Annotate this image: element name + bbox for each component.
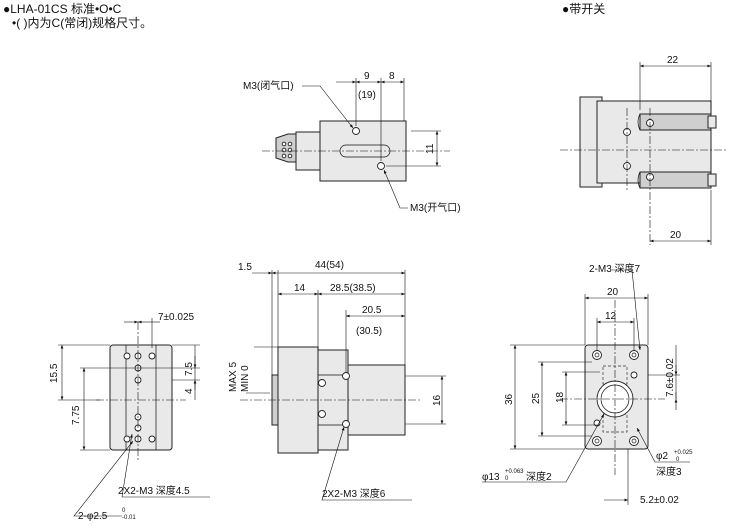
dim-7-5: 7.5 [184, 362, 195, 376]
switch-view: 22 20 [560, 55, 728, 245]
pin-holes: 2-φ2.5 [78, 511, 108, 522]
dim-min0: MIN 0 [240, 365, 251, 392]
phi2-tol-upper: +0.025 [674, 450, 693, 456]
phi2-depth: 深度3 [656, 465, 682, 478]
dim-36: 36 [504, 393, 515, 405]
switch-title: ●带开关 [562, 2, 606, 16]
side-tap-holes: 2X2-M3 深度6 [322, 487, 386, 500]
phi2-tol-lower: 0 [676, 457, 680, 463]
dim-12: 12 [605, 311, 617, 322]
dim-9: 9 [364, 71, 370, 82]
connector-plug [275, 133, 297, 163]
top-view: 9 8 (19) 11 M3(闭气口) M3(开气口) [243, 71, 461, 214]
spec-note: •( )内为C(常闭)规格尺寸。 [12, 16, 153, 30]
dim-7-75: 7.75 [71, 405, 82, 425]
dim-44: 44(54) [315, 260, 344, 271]
dim-20-switch: 20 [670, 230, 682, 241]
dim-18: 18 [555, 391, 566, 403]
model-title: ●LHA-01CS 标准•O•C [3, 2, 122, 16]
port-closed-hole [352, 127, 360, 135]
dim-max5: MAX 5 [228, 362, 239, 392]
dim-30-5: (30.5) [356, 326, 382, 337]
dim-25: 25 [531, 392, 542, 404]
phi13-tol-upper: +0.063 [505, 469, 524, 475]
dim-22: 22 [667, 55, 679, 66]
pin-tol-upper: 0 [122, 508, 126, 514]
phi2-label: φ2 [656, 451, 668, 462]
phi13-tol-lower: 0 [505, 476, 509, 482]
port-open-label: M3(开气口) [410, 201, 461, 214]
phi13-label: φ13 [482, 472, 500, 483]
end-tap-holes: 2X2-M3 深度4.5 [118, 484, 190, 497]
dim-16: 16 [432, 394, 443, 406]
dim-7-6: 7.6±0.02 [665, 358, 676, 397]
dim-1-5: 1.5 [238, 262, 252, 273]
dim-28-5: 28.5(38.5) [330, 283, 376, 294]
dim-11: 11 [425, 143, 436, 154]
switch-housing [596, 100, 712, 184]
bottom-tap-label: 2-M3 深度7 [589, 262, 641, 275]
dim-20-5: 20.5 [362, 305, 382, 316]
bottom-view: 20 12 36 25 18 7.6±0.02 2-M3 深度7 φ2 +0.0… [482, 262, 693, 506]
dim-20-bottom: 20 [607, 287, 619, 298]
dim-15-5: 15.5 [49, 363, 60, 383]
port-open-hole [377, 162, 385, 170]
dim-19: (19) [358, 90, 376, 101]
dim-8: 8 [389, 71, 395, 82]
phi13-depth: 深度2 [526, 470, 552, 483]
dim-5-2: 5.2±0.02 [640, 495, 679, 506]
pin-tol-lower: -0.01 [122, 515, 136, 521]
dim-4: 4 [184, 388, 195, 394]
side-view: 1.5 44(54) 14 28.5(38.5) 20.5 (30.5) MAX… [228, 260, 446, 501]
port-closed-label: M3(闭气口) [243, 79, 294, 92]
end-housing [109, 344, 173, 451]
dim-7-tol: 7±0.025 [158, 312, 195, 323]
dim-14: 14 [294, 283, 306, 294]
end-view: 7±0.025 15.5 7.75 7.5 4 2X2-M3 深度4.5 2-φ… [49, 312, 210, 522]
